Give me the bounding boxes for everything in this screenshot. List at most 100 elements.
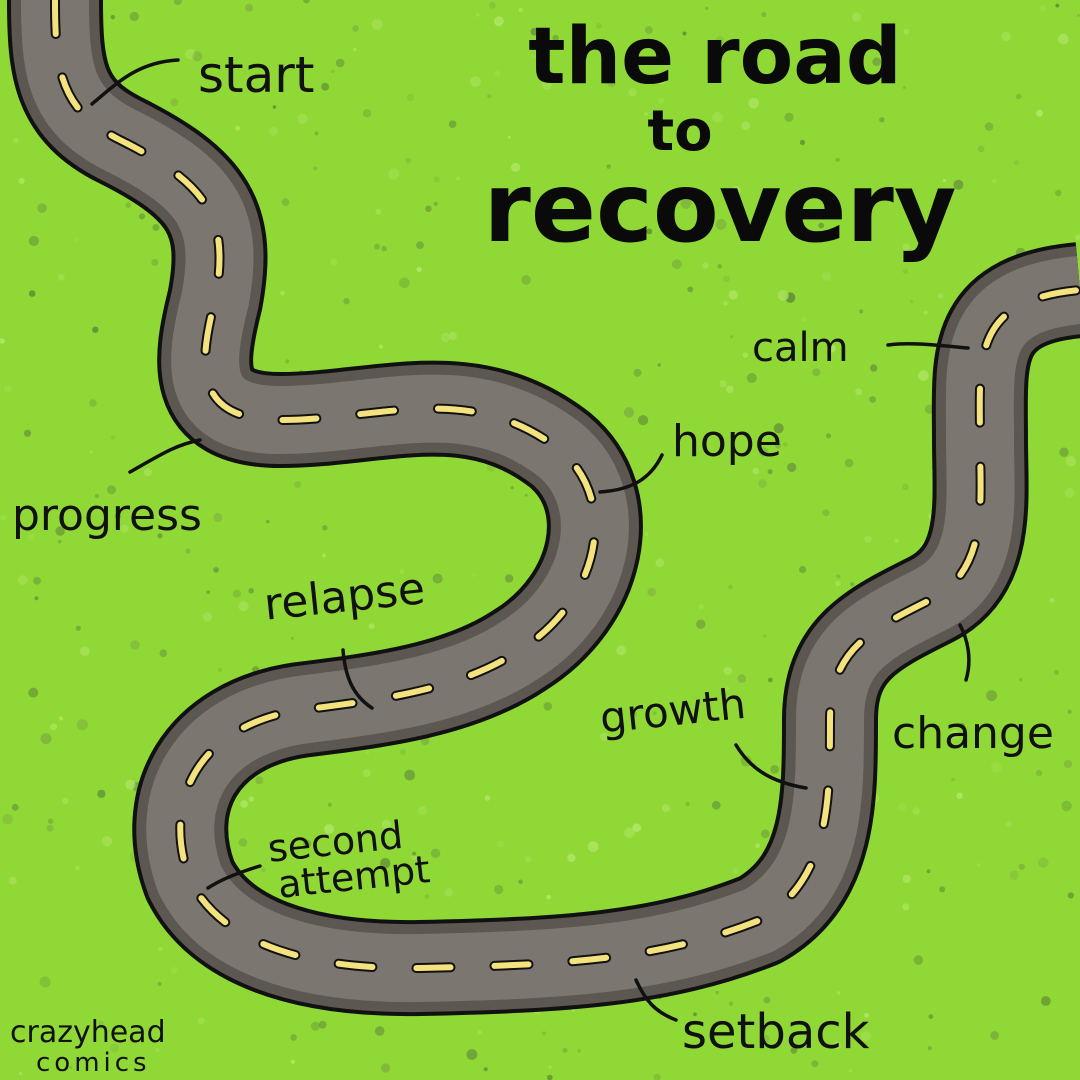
speckle xyxy=(1055,189,1062,197)
speckle xyxy=(1064,487,1075,498)
speckle xyxy=(717,264,722,269)
speckle xyxy=(715,990,719,995)
speckle xyxy=(984,122,994,131)
speckle xyxy=(430,848,441,858)
speckle xyxy=(903,28,910,35)
speckle xyxy=(3,384,12,393)
speckle xyxy=(928,1014,934,1019)
speckle xyxy=(859,309,864,314)
speckle xyxy=(120,524,129,533)
speckle xyxy=(693,1012,697,1017)
speckle xyxy=(561,239,566,244)
speckle xyxy=(728,584,733,590)
speckle xyxy=(902,903,910,911)
speckle xyxy=(518,879,523,885)
speckle xyxy=(170,967,178,974)
speckle xyxy=(331,69,335,74)
speckle xyxy=(864,535,872,544)
speckle xyxy=(471,572,476,578)
speckle xyxy=(321,82,330,91)
speckle xyxy=(1065,456,1077,467)
speckle xyxy=(399,277,410,289)
leader-line-hope xyxy=(598,453,664,494)
speckle xyxy=(510,486,514,490)
speckle xyxy=(156,510,165,519)
speckle xyxy=(715,36,725,45)
speckle xyxy=(290,1059,295,1064)
speckle xyxy=(110,15,116,20)
speckle xyxy=(646,228,653,235)
speckle xyxy=(324,824,335,834)
speckle xyxy=(852,12,862,22)
speckle xyxy=(787,462,797,472)
speckle xyxy=(616,645,627,656)
speckle xyxy=(79,646,90,657)
speckle xyxy=(28,290,36,297)
speckle xyxy=(628,88,637,97)
speckle xyxy=(818,222,825,229)
speckle xyxy=(1019,677,1023,682)
speckle xyxy=(953,179,964,190)
speckle xyxy=(577,1049,582,1053)
speckle xyxy=(400,748,407,756)
speckle xyxy=(541,79,552,90)
speckle xyxy=(510,162,521,172)
speckle xyxy=(562,1047,568,1053)
speckle xyxy=(232,589,241,598)
speckle xyxy=(129,11,139,22)
speckle xyxy=(748,98,759,109)
speckle xyxy=(28,687,39,698)
speckle xyxy=(543,702,553,711)
speckle xyxy=(440,332,451,343)
speckle xyxy=(281,198,290,207)
speckle xyxy=(655,558,665,568)
speckle xyxy=(2,813,13,825)
speckle xyxy=(375,208,382,215)
speckle xyxy=(218,667,222,672)
speckle xyxy=(381,820,392,830)
speckle xyxy=(476,13,480,17)
speckle xyxy=(1005,821,1012,828)
leader-line-growth xyxy=(734,743,808,790)
speckle xyxy=(623,407,635,418)
speckle xyxy=(755,843,760,848)
speckle xyxy=(855,388,863,396)
speckle xyxy=(812,368,821,377)
speckle xyxy=(151,259,159,266)
speckle xyxy=(768,677,773,683)
speckle xyxy=(1036,109,1043,117)
speckle xyxy=(424,894,430,899)
speckle xyxy=(552,34,559,42)
speckle xyxy=(57,539,62,544)
speckle xyxy=(761,1034,770,1043)
speckle xyxy=(371,19,383,30)
speckle xyxy=(433,176,440,183)
speckle xyxy=(39,976,51,988)
speckle xyxy=(303,839,312,848)
speckle xyxy=(470,76,481,87)
speckle xyxy=(425,205,432,212)
speckle xyxy=(388,168,400,180)
speckle xyxy=(1067,709,1072,714)
credit-line-1: crazyhead xyxy=(10,1015,166,1050)
title-line-the-road: the road xyxy=(528,12,902,102)
speckle xyxy=(352,25,359,32)
speckle xyxy=(939,886,946,893)
speckle xyxy=(1039,5,1047,12)
speckle xyxy=(297,113,308,125)
speckle xyxy=(530,53,537,59)
speckle xyxy=(28,235,39,247)
speckle xyxy=(483,1067,488,1072)
speckle xyxy=(850,582,855,587)
label-change: change xyxy=(892,708,1054,759)
speckle xyxy=(1013,160,1020,166)
speckle xyxy=(827,344,836,353)
speckle xyxy=(572,1008,575,1012)
speckle xyxy=(758,447,769,457)
speckle xyxy=(399,569,405,575)
speckle xyxy=(732,185,741,195)
speckle xyxy=(1058,33,1069,45)
speckle xyxy=(956,792,963,799)
title-line-recovery: recovery xyxy=(483,152,957,264)
speckle xyxy=(758,479,767,488)
